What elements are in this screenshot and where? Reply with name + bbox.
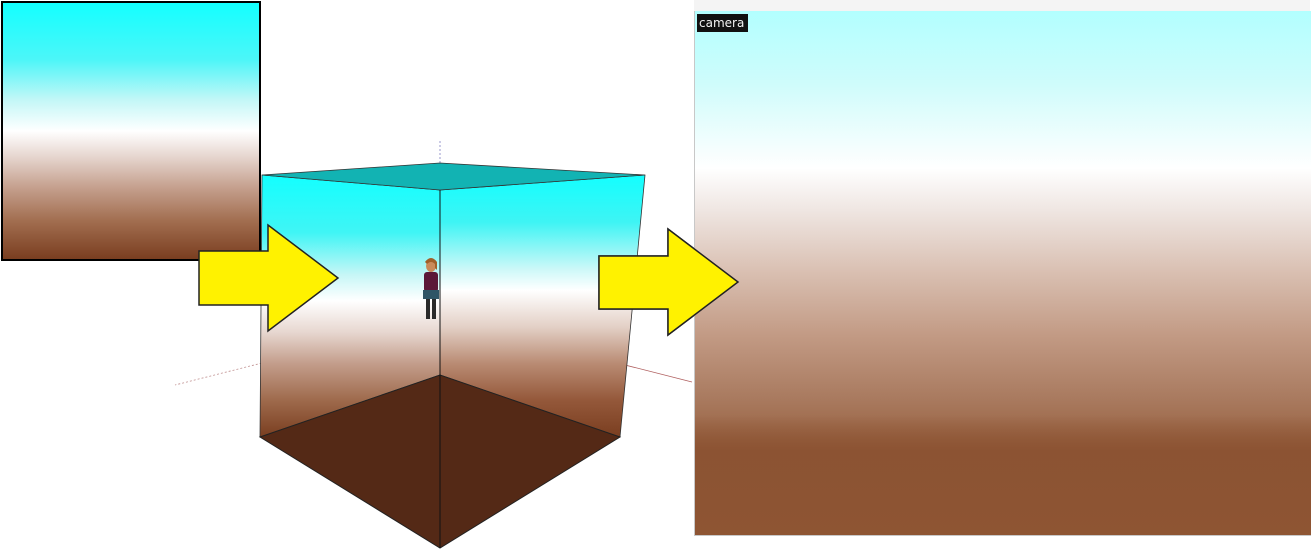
camera-floor-shade [695, 415, 1311, 535]
arrow-right-icon [198, 223, 340, 333]
camera-render-view: camera [694, 11, 1311, 536]
cube-roof [261, 162, 646, 191]
gradient-texture-swatch [1, 1, 261, 261]
person-figure-icon [423, 258, 439, 319]
camera-label: camera [697, 14, 749, 32]
